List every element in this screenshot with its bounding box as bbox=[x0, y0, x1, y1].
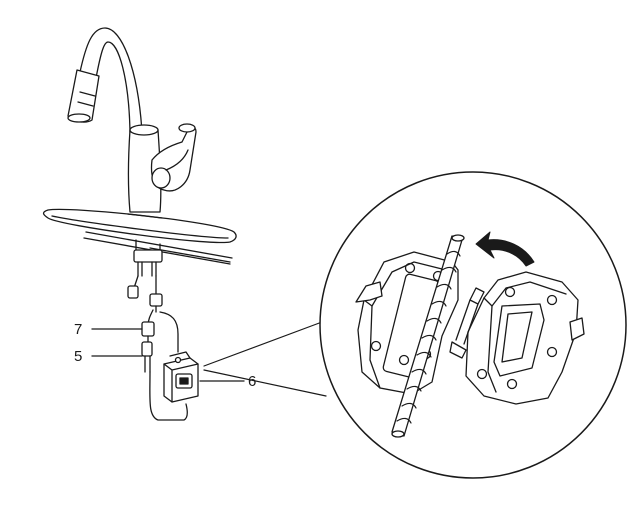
callout-label-6: 6 bbox=[248, 373, 256, 390]
callout-label-7: 7 bbox=[74, 321, 82, 338]
coiled-cable bbox=[391, 234, 465, 438]
faucet-illustration bbox=[42, 27, 237, 421]
control-box bbox=[163, 351, 199, 403]
deck-plate bbox=[42, 208, 237, 244]
callout-label-5: 5 bbox=[74, 348, 82, 365]
rotate-arrow-icon bbox=[475, 231, 535, 267]
cable-clip-illustration bbox=[355, 234, 585, 438]
shank-nut bbox=[133, 249, 163, 263]
zoom-wedge bbox=[203, 321, 327, 397]
